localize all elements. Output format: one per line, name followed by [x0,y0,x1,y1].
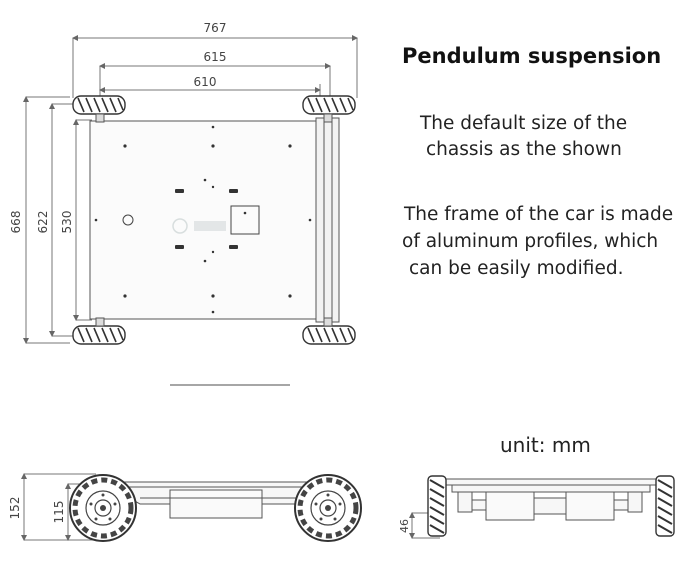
dim-152: 152 [8,497,22,520]
dim-530: 530 [60,211,74,234]
note-default-size-line2: chassis as the shown [426,139,622,160]
front-view: 46 [398,475,675,539]
front-wheel-right [655,475,675,537]
watermark-logo [172,218,226,234]
side-wheel-right [294,474,362,542]
note-frame-line1: The frame of the car is made [404,204,674,225]
dim-46: 46 [398,519,411,533]
note-frame-line3: can be easily modified. [409,258,624,279]
top-wheels [72,95,356,345]
top-view: 767 615 610 668 622 530 [9,21,358,386]
page-title: Pendulum suspension [402,44,662,68]
dim-767: 767 [204,21,227,35]
dim-615: 615 [204,50,227,64]
dim-610: 610 [194,75,217,89]
note-default-size-line1: The default size of the [420,113,628,134]
dim-115: 115 [52,501,66,524]
dim-622: 622 [36,211,50,234]
note-frame-line2: of aluminum profiles, which [402,231,659,252]
front-wheel-left [427,475,447,537]
unit-label: unit: mm [500,433,591,457]
side-view: 152 115 [8,473,362,542]
side-wheel-left [69,474,137,542]
dim-668: 668 [9,211,23,234]
